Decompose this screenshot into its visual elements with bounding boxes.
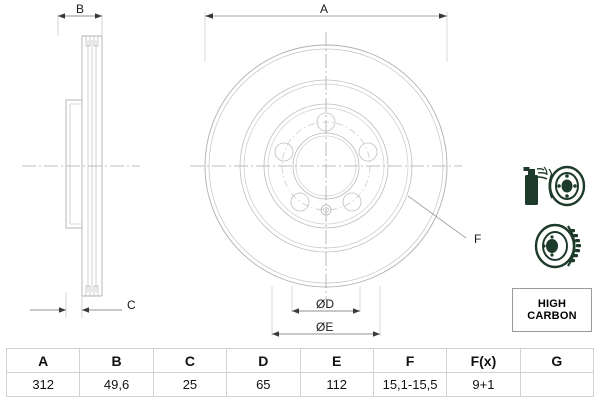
dimension-label-c: C: [127, 298, 136, 312]
table-header-cell: B: [79, 348, 154, 373]
coated-disc-icon: [523, 165, 586, 207]
high-carbon-line-1: HIGH: [537, 297, 567, 310]
table-value-cell: 15,1-15,5: [372, 372, 448, 397]
front-face-view: [190, 12, 467, 337]
table-value-cell: 25: [152, 372, 228, 397]
brake-disc-drawing: [22, 12, 467, 337]
table-header-cell: C: [152, 348, 228, 373]
table-value-cell: 65: [226, 372, 301, 397]
table-value-cell: 49,6: [79, 372, 154, 397]
table-value-cell: [519, 372, 595, 397]
table-value-cell: 112: [299, 372, 374, 397]
dimension-label-b: B: [76, 2, 85, 16]
table-header-cell: F: [372, 348, 448, 373]
table-value-row: 312 49,6 25 65 112 15,1-15,5 9+1: [5, 372, 595, 397]
dimension-label-f: F: [474, 232, 482, 246]
table-header-cell: D: [226, 348, 301, 373]
vented-disc-icon: [534, 223, 581, 269]
feature-icon-group: [520, 160, 596, 290]
high-carbon-badge: HIGH CARBON: [512, 288, 592, 332]
table-header-row: A B C D E F F(x) G: [5, 348, 595, 373]
table-header-cell: F(x): [446, 348, 521, 373]
table-value-cell: 9+1: [446, 372, 521, 397]
dimension-label-a: A: [320, 2, 329, 16]
dimensions-table: A B C D E F F(x) G 312 49,6 25 65 112 15…: [5, 348, 595, 397]
dimension-label-diameter-d: ØD: [316, 297, 334, 311]
table-value-cell: 312: [5, 372, 81, 397]
table-header-cell: A: [5, 348, 81, 373]
side-section-view: [22, 13, 140, 318]
table-header-cell: E: [299, 348, 374, 373]
technical-drawing-area: A B C F ØD ØE: [22, 2, 596, 337]
high-carbon-line-2: CARBON: [527, 310, 577, 322]
table-header-cell: G: [519, 348, 595, 373]
dimension-label-diameter-e: ØE: [316, 320, 334, 334]
